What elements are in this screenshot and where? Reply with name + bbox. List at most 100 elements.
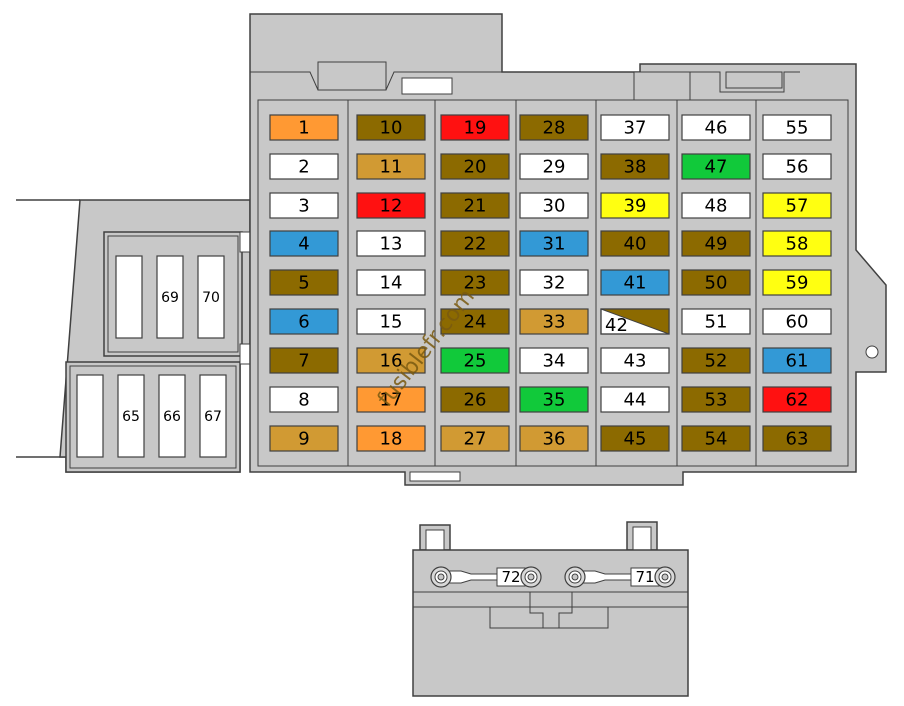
fuse-label: 3 [298,196,309,217]
relay-label: 70 [202,290,220,306]
fuse-label: 11 [380,157,403,178]
fuse-label: 43 [624,351,647,372]
fuse-45: 45 [600,425,670,452]
fuse-24: 24 [440,308,510,335]
fuse-59: 59 [762,269,832,296]
fuse-label: 27 [464,429,487,450]
fuse-label: 30 [543,196,566,217]
fuse-label: 33 [543,312,566,333]
fuse-label: 9 [298,429,309,450]
fuse-36: 36 [519,425,589,452]
fuse-label: 48 [705,196,728,217]
fuse-label: 62 [786,390,809,411]
fuse-6: 6 [269,308,339,335]
fuse-label: 18 [380,429,403,450]
fuse-label: 2 [298,157,309,178]
fuse-label: 20 [464,157,487,178]
fuse-28: 28 [519,114,589,141]
fuse-62: 62 [762,386,832,413]
fuse-50: 50 [681,269,751,296]
fuse-label: 61 [786,351,809,372]
fuse-1: 1 [269,114,339,141]
fuse-4: 4 [269,230,339,257]
fuse-56: 56 [762,153,832,180]
fuse-27: 27 [440,425,510,452]
fuse-label: 5 [298,273,309,294]
fuse-label: 8 [298,390,309,411]
fuse-43: 43 [600,347,670,374]
fuse-label: 52 [705,351,728,372]
fuse-35: 35 [519,386,589,413]
maxi-fuse-72: 72 [430,566,542,588]
fuse-52: 52 [681,347,751,374]
fuse-label: 51 [705,312,728,333]
fuse-label: 19 [464,118,487,139]
fuse-63: 63 [762,425,832,452]
fuse-34: 34 [519,347,589,374]
fuse-label: 38 [624,157,647,178]
fuse-58: 58 [762,230,832,257]
fuse-39: 39 [600,192,670,219]
fuse-label: 28 [543,118,566,139]
fuse-label: 17 [380,390,403,411]
fuse-9: 9 [269,425,339,452]
relay-slot-67: 67 [199,374,227,458]
fuse-31: 31 [519,230,589,257]
fuse-21: 21 [440,192,510,219]
fuse-40: 40 [600,230,670,257]
fuse-12: 12 [356,192,426,219]
maxi-fuse-label: 71 [635,568,654,586]
fuse-11: 11 [356,153,426,180]
fuse-label: 15 [380,312,403,333]
fuse-54: 54 [681,425,751,452]
fuse-10: 10 [356,114,426,141]
fuse-label: 12 [380,196,403,217]
fuse-label: 25 [464,351,487,372]
fuse-label: 21 [464,196,487,217]
fuse-19: 19 [440,114,510,141]
fuse-14: 14 [356,269,426,296]
maxi-fuse-label: 72 [501,568,520,586]
fuse-label: 60 [786,312,809,333]
fuse-label: 24 [464,312,487,333]
fuse-30: 30 [519,192,589,219]
fuse-label: 53 [705,390,728,411]
fuse-label: 56 [786,157,809,178]
fuse-label: 42 [605,315,628,336]
fuse-41: 41 [600,269,670,296]
fuse-label: 29 [543,157,566,178]
fuse-label: 40 [624,234,647,255]
fuse-23: 23 [440,269,510,296]
fuse-51: 51 [681,308,751,335]
fuse-label: 13 [380,234,403,255]
fuse-label: 55 [786,118,809,139]
fuse-label: 6 [298,312,309,333]
fuse-32: 32 [519,269,589,296]
connector-tab [239,231,251,253]
fuse-label: 50 [705,273,728,294]
relay-slot [115,255,143,339]
relay-label: 67 [204,409,222,425]
relay-slot-70: 70 [197,255,225,339]
fuse-label: 26 [464,390,487,411]
fuse-55: 55 [762,114,832,141]
connector-tab [239,343,251,365]
fuse-44: 44 [600,386,670,413]
relay-label: 65 [122,409,140,425]
fuse-label: 35 [543,390,566,411]
fuse-3: 3 [269,192,339,219]
fuse-49: 49 [681,230,751,257]
fuse-label: 34 [543,351,566,372]
fuse-label: 1 [298,118,309,139]
fuse-33: 33 [519,308,589,335]
fuse-48: 48 [681,192,751,219]
fuse-label: 37 [624,118,647,139]
fuse-label: 45 [624,429,647,450]
fuse-16: 16 [356,347,426,374]
fuse-47: 47 [681,153,751,180]
fuse-label: 39 [624,196,647,217]
relay-label: 69 [161,290,179,306]
fuse-18: 18 [356,425,426,452]
fuse-37: 37 [600,114,670,141]
